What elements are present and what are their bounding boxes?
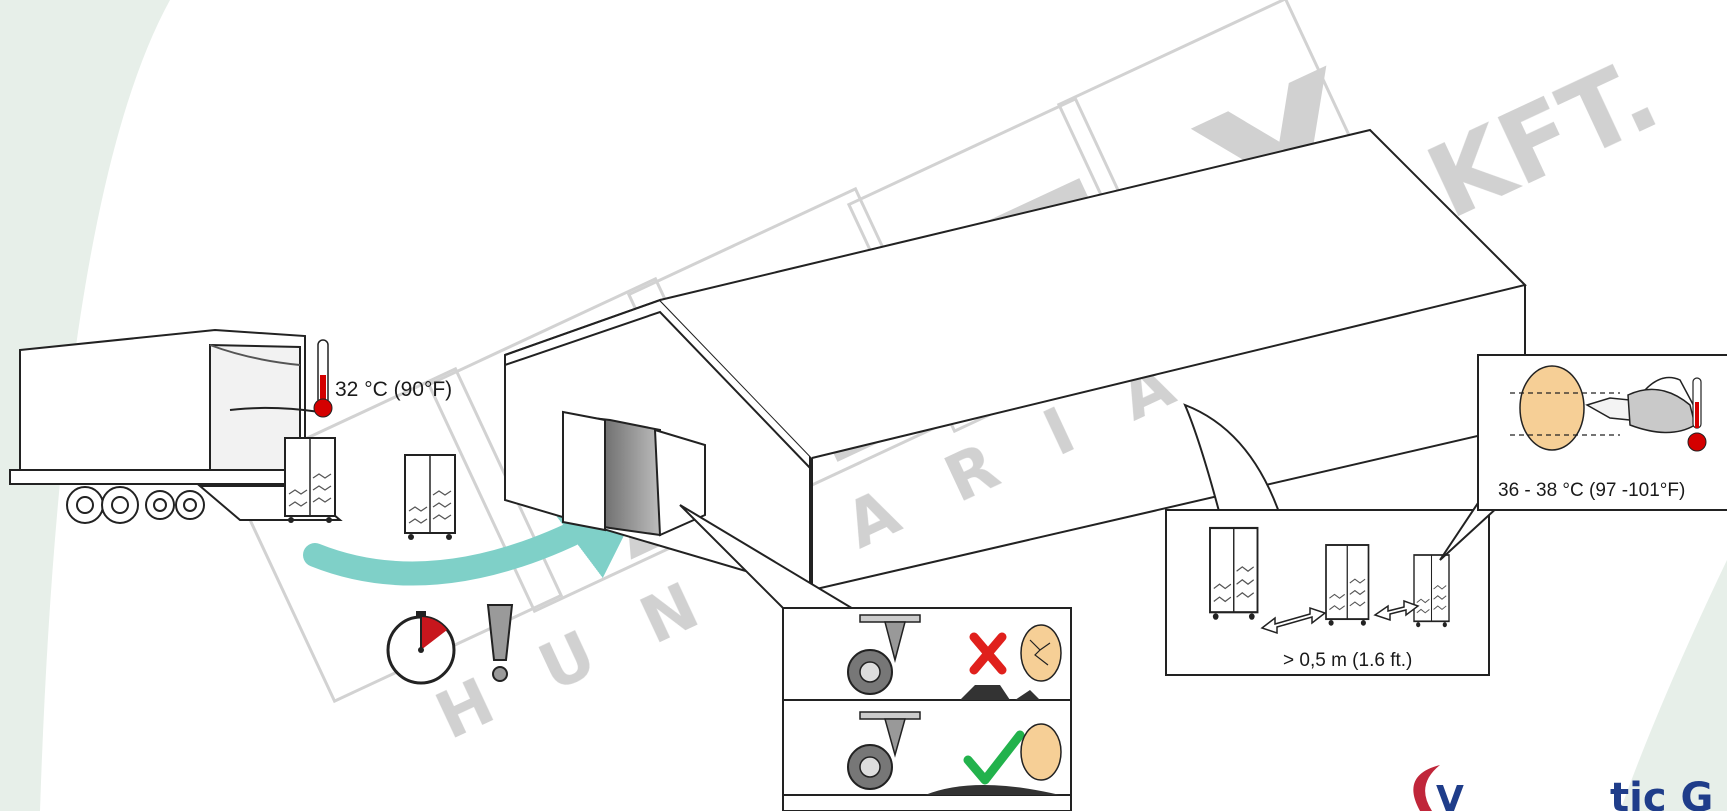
spacing-callout-pointer bbox=[1183, 403, 1282, 516]
corner-logo: V tic G bbox=[1413, 765, 1713, 811]
truck bbox=[9, 328, 343, 524]
egg-icon bbox=[1510, 365, 1620, 451]
stopwatch-icon bbox=[386, 611, 456, 685]
egg-temp-callout: 36 - 38 °C (97 -101°F) bbox=[1477, 354, 1727, 511]
hatchery-door bbox=[562, 410, 706, 537]
transfer-arrow bbox=[303, 481, 651, 586]
cross-icon bbox=[969, 632, 1007, 675]
trolley-3 bbox=[1413, 554, 1450, 629]
thermometer-probe-icon bbox=[1585, 376, 1697, 434]
egg-temperature-label: 36 - 38 °C (97 -101°F) bbox=[1498, 480, 1685, 501]
checkmark-icon bbox=[963, 730, 1025, 785]
background-swoosh bbox=[0, 0, 170, 811]
thermometer-icon bbox=[313, 339, 333, 418]
spacing-callout: > 0,5 m (1.6 ft.) bbox=[1165, 509, 1490, 676]
truck-temperature-label: 32 °C (90°F) bbox=[335, 378, 452, 401]
cracked-egg-icon bbox=[1020, 624, 1062, 682]
thermometer-icon bbox=[1687, 377, 1707, 452]
spacing-arrow bbox=[1260, 599, 1420, 635]
floor-callout bbox=[782, 607, 1072, 811]
trolley-moving bbox=[404, 454, 456, 541]
egg-icon bbox=[1020, 723, 1062, 781]
trolley-on-ramp bbox=[284, 437, 336, 524]
warning-exclamation-icon bbox=[486, 604, 514, 682]
corner-logo-text: tic G bbox=[1610, 775, 1713, 811]
truck-wheels bbox=[66, 486, 205, 524]
trolley-spacing-label: > 0,5 m (1.6 ft.) bbox=[1283, 650, 1412, 671]
trolley-1 bbox=[1208, 526, 1259, 621]
corner-logo-letter: V bbox=[1436, 779, 1464, 811]
caster-wheel-bad bbox=[847, 614, 1040, 700]
caster-wheel-good bbox=[847, 711, 1060, 795]
background-swoosh-right bbox=[1620, 560, 1727, 811]
trolley-2 bbox=[1325, 544, 1370, 627]
